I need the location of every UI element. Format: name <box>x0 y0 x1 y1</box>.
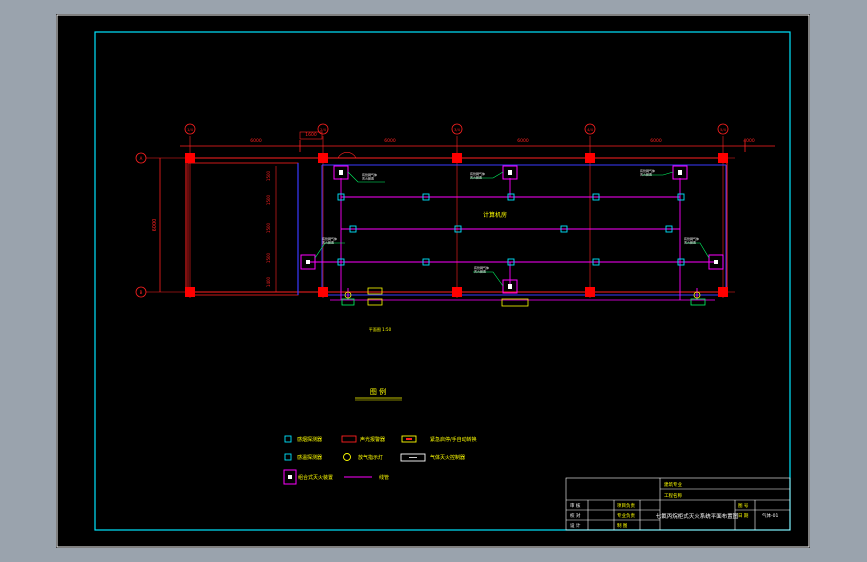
v-dim: 1500 <box>266 194 271 205</box>
axis-bubbles-left: A B <box>135 152 147 298</box>
v-dim: 1500 <box>266 170 271 181</box>
legend-label: 感烟探测器 <box>297 436 322 443</box>
room-label: 计算机房 <box>483 211 507 219</box>
smoke-detector <box>422 193 430 201</box>
small-box-dim: 1600 <box>305 132 317 138</box>
tb-col3: 日 期 <box>738 513 749 519</box>
unit-label: 有管网气体灭火装置 <box>470 171 485 179</box>
span-dim: 6000 <box>650 138 662 144</box>
tb-row-label: 工程名称 <box>664 492 682 499</box>
pipe-network <box>308 178 716 300</box>
drawing-title: 七氟丙烷柜式灭火系统平面布置图 <box>656 512 739 520</box>
smoke-detector <box>507 193 515 201</box>
v-dim: 1500 <box>266 222 271 233</box>
smoke-detector <box>422 258 430 266</box>
axis-label: 1/4 <box>187 128 193 132</box>
unit-label: 有管网气体灭火装置 <box>640 168 655 176</box>
tb-col-label: 设 计 <box>570 522 581 529</box>
legend-label: 放气指示灯 <box>358 454 383 461</box>
axis-bubbles-top: 1/4 2/4 3/4 4/4 5/4 <box>184 123 729 135</box>
release-indicator-icon <box>693 291 701 299</box>
heat-detector-symbol <box>284 453 292 461</box>
indicator-light-symbol <box>343 453 351 461</box>
span-dim: 6000 <box>384 138 396 144</box>
drawing-frame <box>94 31 791 531</box>
bottom-devices <box>341 287 706 307</box>
switch-symbol <box>401 435 417 443</box>
extinguishing-units <box>300 165 724 294</box>
tb-col-label: 审 核 <box>570 502 581 509</box>
span-dim: 6000 <box>250 138 262 144</box>
smoke-detector <box>592 258 600 266</box>
alarm-symbol <box>341 435 357 443</box>
axis-label: 4/4 <box>587 128 593 132</box>
legend: 图 例 感烟探测器 声光报警器 紧急启停/手自动转换 感温探测器 放气指示灯 气… <box>283 387 477 485</box>
span-dim: 4000 <box>743 138 755 144</box>
unit-symbol-core <box>288 475 292 479</box>
tb-col-value: 专业负责 <box>617 512 635 519</box>
tb-col-label: 校 对 <box>570 512 581 519</box>
smoke-detector-symbol <box>284 435 292 443</box>
smoke-detector <box>337 258 345 266</box>
unit-label: 有管网气体灭火装置 <box>474 265 489 273</box>
legend-label: 感温探测器 <box>297 454 322 461</box>
leader-lines <box>314 171 710 287</box>
detectors <box>337 193 685 266</box>
legend-label: 线管 <box>379 474 389 481</box>
unit-label: 有管网气体灭火装置 <box>684 236 699 244</box>
smoke-detector <box>337 193 345 201</box>
axis-label: 2/4 <box>320 128 326 132</box>
legend-label: 紧急启停/手自动转换 <box>430 436 477 443</box>
controller-box <box>501 298 529 307</box>
unit-label: 有管网气体灭火装置 <box>362 172 377 180</box>
tb-col-value: 项目负责 <box>617 502 635 509</box>
tb-col-value: 制 图 <box>617 522 628 529</box>
drawing-background <box>56 14 810 548</box>
title-block <box>565 477 791 531</box>
axis-label: B <box>140 290 143 295</box>
device-box <box>367 298 383 306</box>
axis-label: A <box>140 156 143 161</box>
structural-columns <box>185 153 728 297</box>
legend-label: 气体灭火控制器 <box>430 454 465 461</box>
smoke-detector <box>507 258 515 266</box>
heat-detector <box>454 225 462 233</box>
span-dim: 6000 <box>517 138 529 144</box>
v-dim: 1500 <box>266 252 271 263</box>
unit-symbol <box>283 469 297 485</box>
legend-title: 图 例 <box>370 387 386 396</box>
axis-label: 3/4 <box>454 128 460 132</box>
overall-height-dim: 6000 <box>152 219 158 232</box>
device-box <box>341 298 355 306</box>
smoke-detector <box>677 193 685 201</box>
unit-cores <box>306 170 718 289</box>
heat-detector <box>349 225 357 233</box>
drawing-number: 气体-01 <box>762 512 778 519</box>
plan-scale-note: 平面图 1:50 <box>369 326 392 332</box>
v-dim: 1400 <box>266 276 271 287</box>
axis-label: 5/4 <box>720 128 726 132</box>
legend-label: 组合式灭火装置 <box>298 474 333 481</box>
smoke-detector <box>677 258 685 266</box>
heat-detector <box>665 225 673 233</box>
sheet-outer-border <box>56 14 810 548</box>
tb-row-label: 建筑专业 <box>664 481 682 488</box>
release-indicator-icon <box>344 291 352 299</box>
floor-plan: 6000 1/4 2/4 3/4 4/4 5/4 A B 6000 6000 6… <box>135 123 775 332</box>
smoke-detector <box>592 193 600 201</box>
device-box <box>690 298 706 306</box>
device-box <box>367 287 383 295</box>
unit-label: 有管网气体灭火装置 <box>322 236 337 244</box>
switch-symbol-core <box>406 438 412 440</box>
heat-detector <box>560 225 568 233</box>
legend-label: 声光报警器 <box>360 436 385 443</box>
tb-col3: 图 号 <box>738 503 749 509</box>
small-dim-box <box>299 131 323 140</box>
controller-symbol <box>400 453 426 462</box>
door-arc <box>337 152 357 159</box>
